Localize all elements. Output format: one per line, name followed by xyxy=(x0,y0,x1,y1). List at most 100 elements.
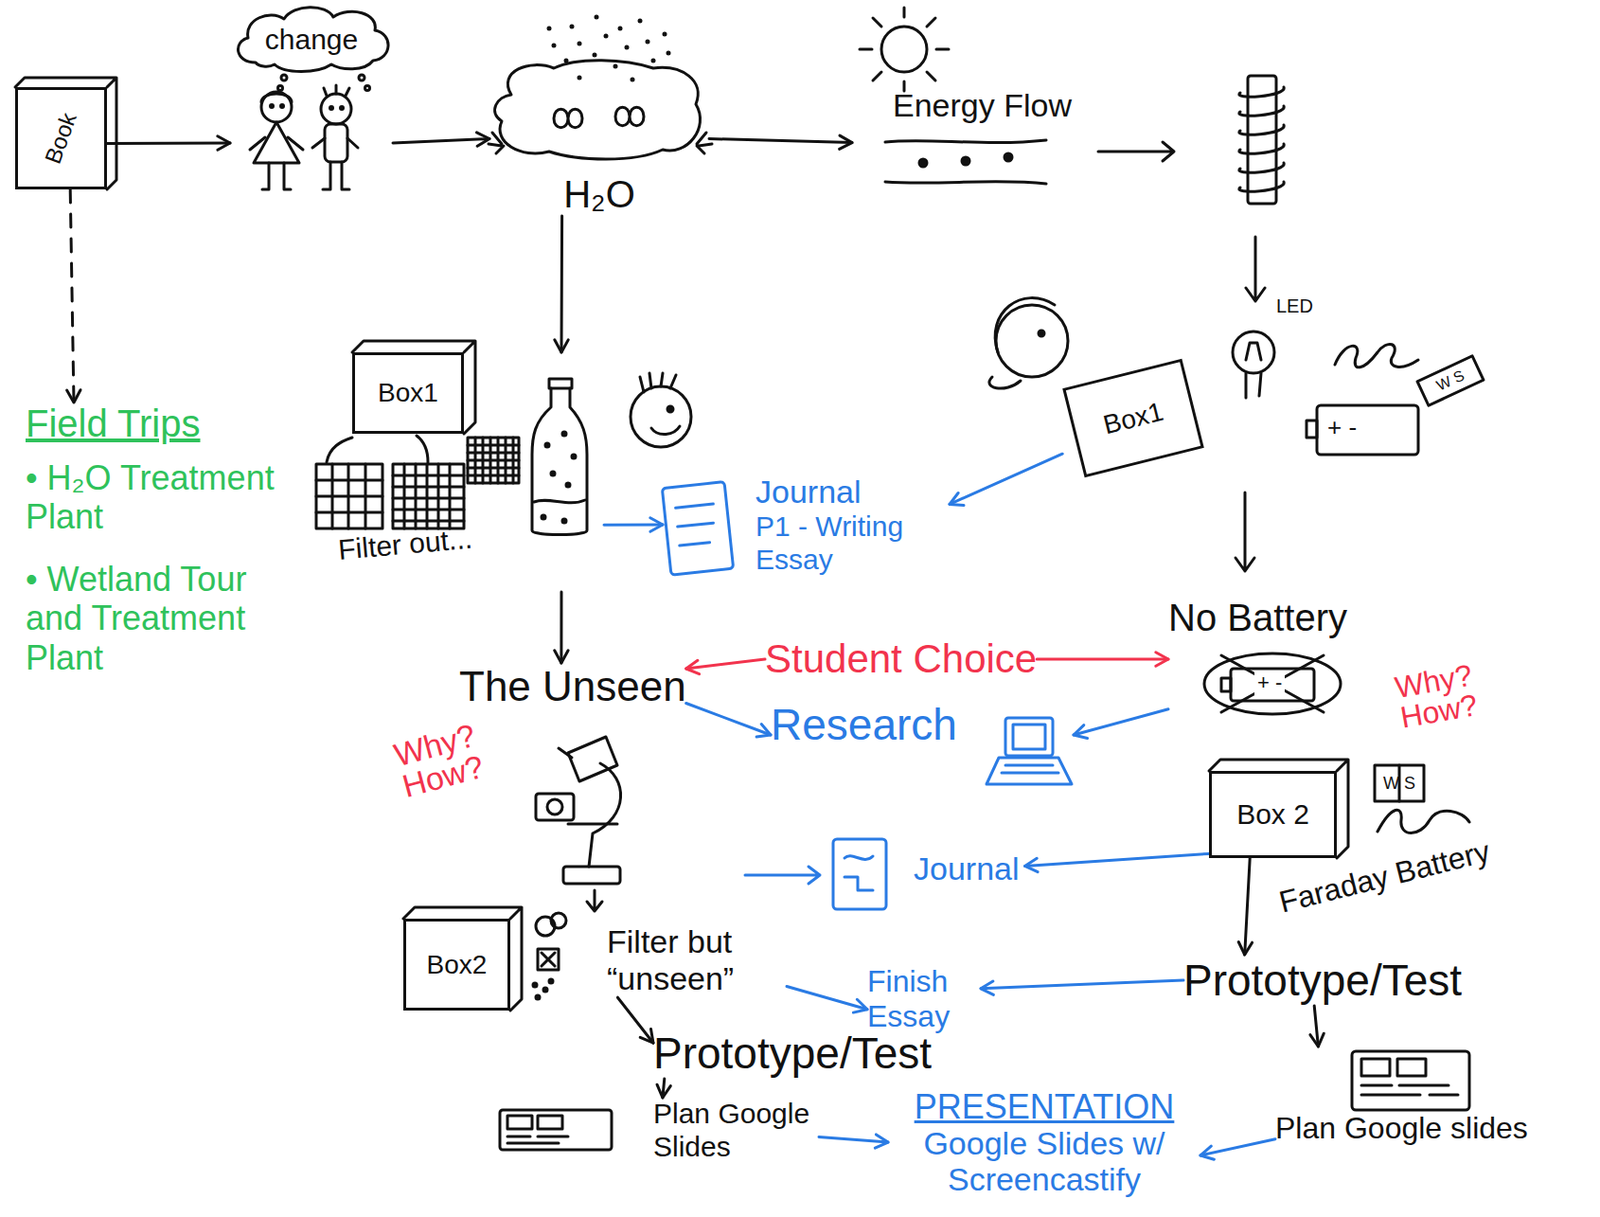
flow-arrow xyxy=(1245,236,1265,302)
connector-arrow xyxy=(818,1134,889,1148)
plan-label: Plan Google Slides xyxy=(499,1097,819,1163)
connector-arrow xyxy=(1200,1138,1276,1160)
node-title: Prototype/Test xyxy=(1183,954,1462,1006)
arrow-head xyxy=(640,1028,654,1043)
journal-icon xyxy=(675,503,718,546)
connector-arrow xyxy=(786,986,868,1014)
boy-figure xyxy=(312,138,358,148)
connector-arrow xyxy=(1025,853,1210,872)
girl-figure xyxy=(249,137,303,150)
task-label: Finish Essay xyxy=(867,963,981,1034)
node-title: Plan Google slides xyxy=(1275,1110,1529,1146)
crossed-battery xyxy=(1204,653,1341,714)
sun xyxy=(859,7,949,91)
camera xyxy=(547,799,563,815)
energy-lines xyxy=(1004,153,1013,161)
girl-figure xyxy=(270,105,274,108)
wire xyxy=(1377,809,1470,833)
rain-dots xyxy=(624,45,630,51)
box-depth xyxy=(352,340,476,434)
microscope xyxy=(568,736,618,782)
node-title: Journal xyxy=(913,850,1020,888)
flow-arrow xyxy=(586,889,603,911)
journal-icon xyxy=(661,481,733,575)
water-cloud xyxy=(488,60,712,160)
water-bottle xyxy=(562,518,567,523)
rain-dots xyxy=(662,32,668,37)
connector-line xyxy=(392,139,490,144)
stage-label: The Unseen xyxy=(459,662,687,711)
connector-line xyxy=(604,523,663,527)
arrow-head xyxy=(67,390,81,403)
filter-grids xyxy=(316,463,383,529)
node-title: No Battery xyxy=(1168,596,1377,640)
choice-label: Student Choice xyxy=(764,636,1037,682)
connector-arrow xyxy=(1073,709,1169,739)
slides-icon xyxy=(1397,1058,1426,1076)
connector-line xyxy=(709,139,853,143)
flow-arrow xyxy=(745,866,820,884)
node-title: Energy Flow xyxy=(892,87,1089,125)
crossed-battery xyxy=(1221,655,1324,712)
thought-cloud xyxy=(358,74,365,81)
filter-grids xyxy=(467,437,519,483)
terminal-signs: + - xyxy=(1327,412,1357,443)
arrow-head xyxy=(949,493,964,506)
node-title: Journal xyxy=(755,473,950,511)
connector-arrow xyxy=(554,215,569,353)
node-title: Filter but “unseen” xyxy=(606,923,787,997)
crossed-battery xyxy=(1204,653,1341,714)
battery xyxy=(1306,420,1317,438)
slides-icon xyxy=(499,1109,612,1150)
flow-arrow xyxy=(1098,142,1174,161)
rain-dots xyxy=(577,75,583,81)
stage-label: Prototype/Test xyxy=(1183,954,1462,1006)
coil xyxy=(1239,75,1284,204)
rain-dots xyxy=(547,26,552,32)
led-bulb xyxy=(1245,373,1262,398)
flow-arrow xyxy=(586,889,603,911)
box-depth xyxy=(1208,759,1349,858)
arrow-head xyxy=(1155,652,1169,666)
particle-icons xyxy=(535,995,540,999)
wire xyxy=(1334,343,1419,367)
node-text: • Wetland Tour and Treatment Plant xyxy=(25,559,310,677)
boy-figure xyxy=(320,93,352,125)
led-bulb xyxy=(1232,331,1275,374)
connector-arrow xyxy=(392,132,490,146)
arrow-head xyxy=(554,339,569,353)
kid-face xyxy=(640,373,676,392)
kid-face xyxy=(630,386,692,447)
thought-cloud xyxy=(365,86,371,91)
water-bottle xyxy=(545,443,550,447)
journal-icon xyxy=(833,838,887,909)
filter-grids xyxy=(467,437,519,483)
water-bottle xyxy=(541,515,546,519)
kid-face xyxy=(630,373,692,447)
arrow-head xyxy=(1310,1032,1324,1047)
kid-face xyxy=(651,426,680,435)
component-label: LED xyxy=(1276,295,1314,318)
camera xyxy=(535,793,574,820)
crossed-battery xyxy=(1221,677,1231,692)
camera xyxy=(535,793,574,820)
water-cloud-label: H₂O xyxy=(489,61,710,216)
rain-dots xyxy=(630,77,636,83)
arrow-head xyxy=(1200,1145,1214,1159)
node-title: change xyxy=(230,23,393,56)
node-title: Student Choice xyxy=(764,636,1037,682)
laptop xyxy=(1001,764,1059,773)
laptop xyxy=(1005,717,1053,756)
question-note: Why? How? xyxy=(391,716,495,802)
water-bottle xyxy=(571,454,576,459)
connector-arrow xyxy=(617,996,654,1043)
arrow-head xyxy=(874,1134,889,1148)
switch-box xyxy=(1374,764,1424,801)
slides-icon xyxy=(1361,1084,1458,1095)
box-depth xyxy=(352,340,476,434)
girl-face xyxy=(995,304,1068,377)
wire xyxy=(1334,343,1419,367)
thought-cloud-label: change xyxy=(230,4,393,195)
girl-figure xyxy=(281,105,285,108)
box-depth xyxy=(403,906,522,1011)
